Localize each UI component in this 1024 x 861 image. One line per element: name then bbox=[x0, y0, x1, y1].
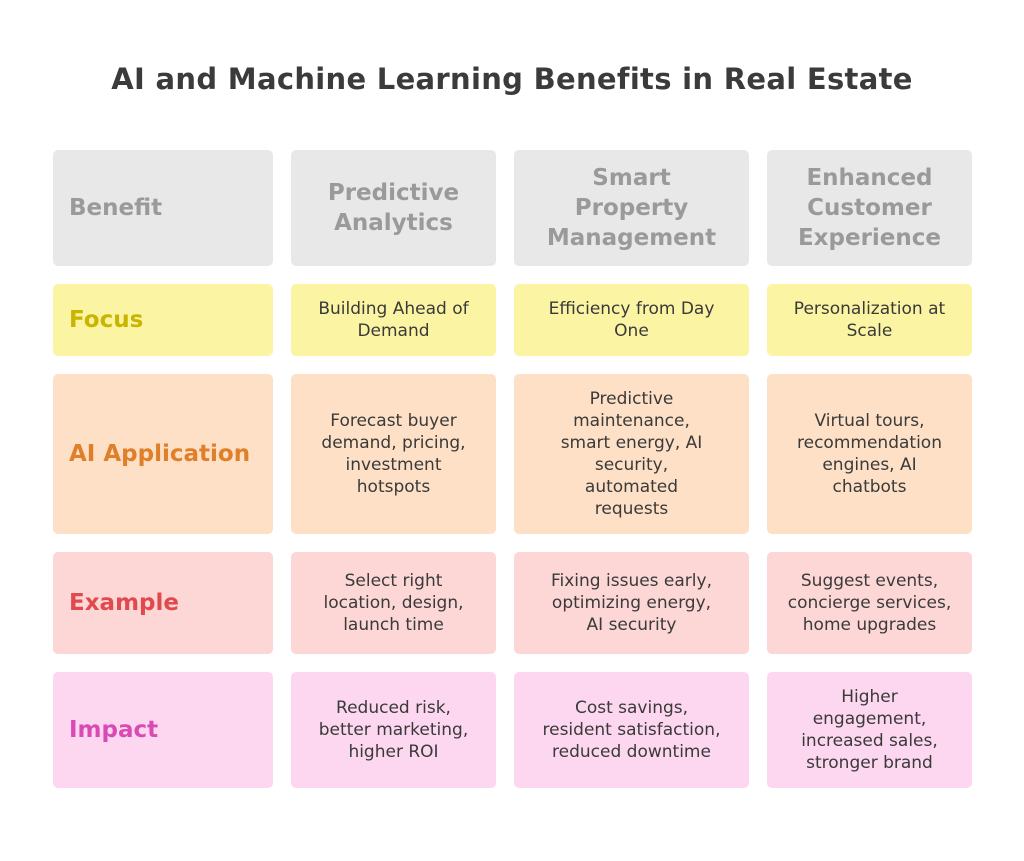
row-label-text: AI Application bbox=[69, 441, 251, 467]
cell-text: Building Ahead of Demand bbox=[318, 299, 469, 341]
cell-text: Cost savings, resident satisfaction, red… bbox=[542, 698, 721, 762]
cell-ai-customer-experience: Virtual tours, recommendation engines, A… bbox=[767, 374, 972, 534]
cell-text: Higher engagement, increased sales, stro… bbox=[801, 687, 938, 773]
row-label-focus: Focus bbox=[53, 284, 273, 356]
benefits-table: Benefit Predictive Analytics Smart Prope… bbox=[53, 150, 972, 788]
cell-focus-smart-property: Efficiency from Day One bbox=[514, 284, 749, 356]
row-label-text: Example bbox=[69, 590, 179, 616]
row-label-text: Focus bbox=[69, 307, 144, 333]
header-col3-label: Enhanced Customer Experience bbox=[797, 165, 942, 251]
header-smart-property-management: Smart Property Management bbox=[514, 150, 749, 266]
cell-ai-predictive: Forecast buyer demand, pricing, investme… bbox=[291, 374, 496, 534]
cell-text: Efficiency from Day One bbox=[548, 299, 715, 341]
cell-text: Select right location, design, launch ti… bbox=[323, 571, 464, 635]
cell-text: Virtual tours, recommendation engines, A… bbox=[797, 411, 942, 497]
row-label-ai-application: AI Application bbox=[53, 374, 273, 534]
cell-text: Fixing issues early, optimizing energy, … bbox=[550, 571, 712, 635]
cell-text: Forecast buyer demand, pricing, investme… bbox=[321, 411, 466, 497]
header-col2-label: Smart Property Management bbox=[546, 165, 717, 251]
cell-text: Suggest events, concierge services, home… bbox=[787, 571, 952, 635]
cell-example-customer-experience: Suggest events, concierge services, home… bbox=[767, 552, 972, 654]
header-col1-label: Predictive Analytics bbox=[327, 180, 460, 236]
cell-example-smart-property: Fixing issues early, optimizing energy, … bbox=[514, 552, 749, 654]
cell-text: Reduced risk, better marketing, higher R… bbox=[318, 698, 469, 762]
header-enhanced-customer-experience: Enhanced Customer Experience bbox=[767, 150, 972, 266]
diagram-title: AI and Machine Learning Benefits in Real… bbox=[111, 62, 913, 96]
cell-impact-predictive: Reduced risk, better marketing, higher R… bbox=[291, 672, 496, 788]
cell-impact-smart-property: Cost savings, resident satisfaction, red… bbox=[514, 672, 749, 788]
cell-text: Predictive maintenance, smart energy, AI… bbox=[560, 389, 703, 519]
cell-text: Personalization at Scale bbox=[793, 299, 946, 341]
cell-example-predictive: Select right location, design, launch ti… bbox=[291, 552, 496, 654]
cell-focus-predictive: Building Ahead of Demand bbox=[291, 284, 496, 356]
header-benefit: Benefit bbox=[53, 150, 273, 266]
header-predictive-analytics: Predictive Analytics bbox=[291, 150, 496, 266]
header-benefit-label: Benefit bbox=[69, 195, 163, 221]
row-label-text: Impact bbox=[69, 717, 159, 743]
cell-ai-smart-property: Predictive maintenance, smart energy, AI… bbox=[514, 374, 749, 534]
row-label-impact: Impact bbox=[53, 672, 273, 788]
cell-focus-customer-experience: Personalization at Scale bbox=[767, 284, 972, 356]
cell-impact-customer-experience: Higher engagement, increased sales, stro… bbox=[767, 672, 972, 788]
row-label-example: Example bbox=[53, 552, 273, 654]
